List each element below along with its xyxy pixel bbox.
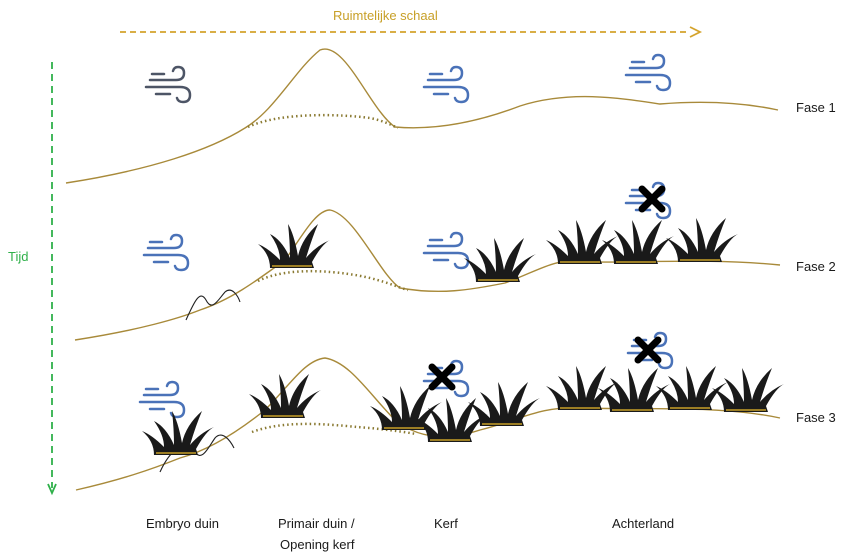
grass-icon (545, 365, 619, 411)
cross-icon (638, 340, 658, 360)
grass-icon (655, 365, 729, 411)
wind-icon (624, 53, 672, 92)
time-label: Tijd (8, 249, 29, 264)
cross-icon (642, 189, 662, 209)
phase-3-profile (75, 357, 781, 491)
spatial-scale-label: Ruimtelijke schaal (333, 8, 438, 23)
grass-icon (369, 385, 443, 431)
zone-label-embryo: Embryo duin (146, 516, 219, 531)
phase-2-label: Fase 2 (796, 259, 836, 274)
time-arrow (47, 62, 57, 496)
grass-icon (257, 223, 331, 269)
zone-label-kerf: Kerf (434, 516, 458, 531)
grass-icon (601, 219, 675, 265)
spatial-scale-arrow (120, 26, 703, 38)
grass-icon (711, 367, 785, 413)
wind-icon (422, 65, 470, 104)
zone-label-achterland: Achterland (612, 516, 675, 531)
grass-icon (665, 217, 739, 263)
phase-1-label: Fase 1 (796, 100, 836, 115)
wind-icon (144, 65, 192, 104)
phase-1-profile (65, 48, 779, 184)
zone-label-primary-2: Opening kerf (280, 537, 355, 552)
cross-icon (432, 367, 452, 387)
grass-icon (545, 219, 619, 265)
wind-icon (142, 233, 190, 272)
grass-icon (248, 373, 322, 419)
wind-icon (422, 231, 470, 270)
wind-icon (138, 380, 186, 419)
zone-label-primary-1: Primair duin / (278, 516, 355, 531)
phase-2-profile (74, 209, 781, 341)
phase-3-label: Fase 3 (796, 410, 836, 425)
